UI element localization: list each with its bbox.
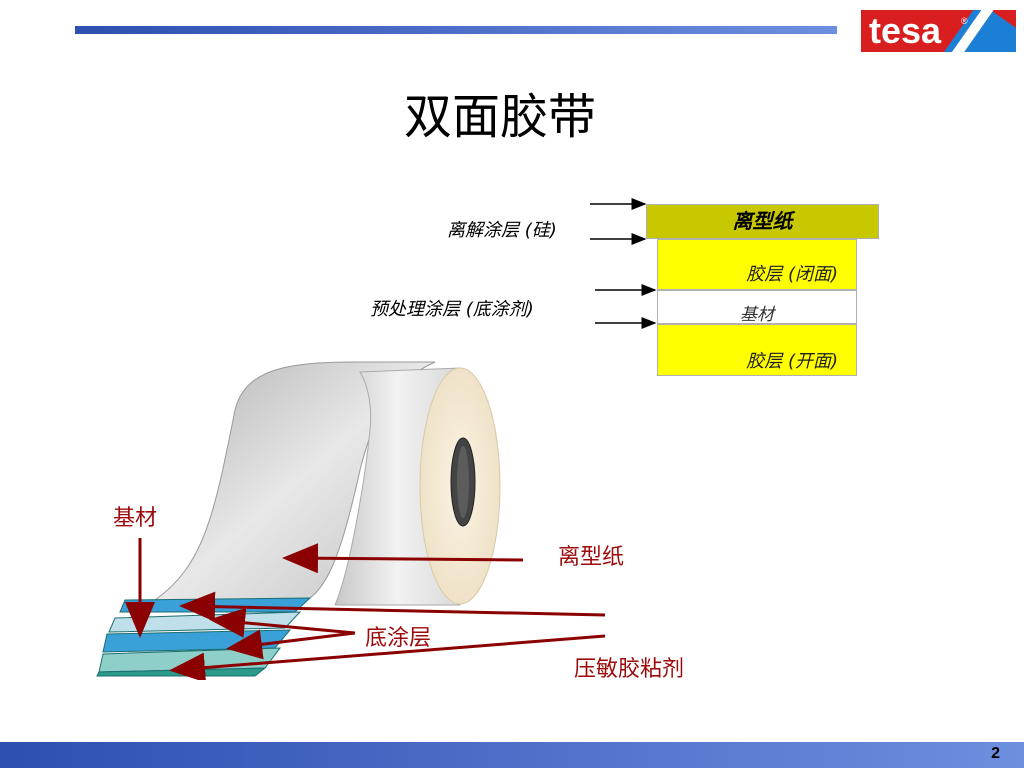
tesa-logo: tesa ® (861, 10, 1016, 52)
page-title: 双面胶带 (403, 89, 596, 145)
arrow-primer-2 (226, 629, 356, 660)
footer-bar (0, 742, 1024, 768)
arrow-psa-2 (169, 634, 606, 680)
header-rule (75, 26, 837, 34)
backing-label: 基材 (113, 506, 158, 531)
psa-label: 压敏胶粘剂 (574, 657, 685, 682)
release-paper-label: 离型纸 (558, 545, 625, 570)
arrow-primer-1 (209, 607, 356, 638)
annotation-arrows (125, 538, 606, 680)
page-number: 2 (991, 745, 1000, 762)
unwinding-tape-sheet (153, 361, 436, 606)
layer-release-paper: 离型纸 (646, 204, 879, 239)
logo-wordmark: tesa (869, 10, 942, 51)
arrow-psa-1 (179, 591, 606, 622)
layer-adhesive-closed: 胶层 (闭面) (657, 239, 857, 290)
layer-adhesive-open: 胶层 (开面) (657, 324, 857, 376)
primer-coat-label: 底涂层 (365, 626, 432, 651)
logo-registered-mark: ® (961, 16, 968, 26)
layer-pointer-arrows (590, 198, 657, 329)
arrow-release-paper (282, 543, 524, 574)
release-coating-label: 离解涂层 (硅) (447, 220, 557, 241)
primer-label: 预处理涂层 (底涂剂) (370, 299, 534, 320)
layer-backing: 基材 (657, 290, 857, 325)
